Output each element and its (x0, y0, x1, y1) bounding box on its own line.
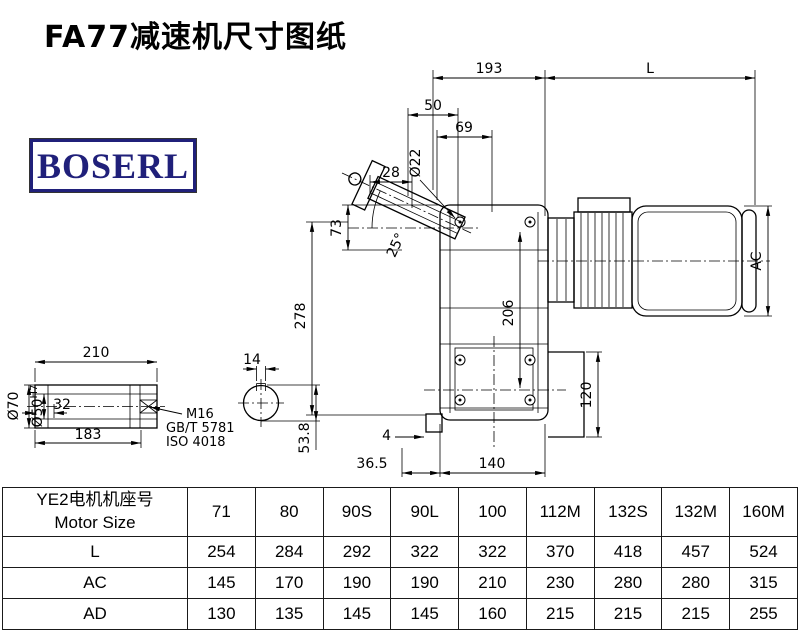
table-cell: 145 (322, 598, 392, 630)
dim-dia70-label: Ø70 (6, 392, 22, 421)
table-cell: 315 (729, 567, 798, 599)
table-col-header: 132M (661, 487, 731, 537)
table-col-header: 160M (729, 487, 798, 537)
dimension-28: 28 (369, 165, 413, 208)
dim-206-label: 206 (501, 300, 517, 327)
dim-278-label: 278 (293, 303, 309, 330)
dimension-120: 120 (579, 351, 602, 438)
dimension-140: 140 (440, 424, 546, 477)
dim-73-label: 73 (329, 219, 345, 237)
table-cell: 215 (593, 598, 663, 630)
dim-69-label: 69 (455, 120, 473, 136)
table-cell: 280 (661, 567, 731, 599)
table-cell: 135 (254, 598, 324, 630)
dim-32-label: 32 (53, 397, 71, 413)
table-cell: 284 (254, 536, 324, 568)
dim-50-label: 50 (424, 98, 442, 114)
table-cell: 292 (322, 536, 392, 568)
table-cell: 370 (525, 536, 595, 568)
table-cell: 280 (593, 567, 663, 599)
dim-AC-label: AC (749, 251, 765, 270)
logo-text: BOSERL (36, 145, 190, 186)
table-col-header: 100 (458, 487, 527, 537)
dimension-dia22: Ø22 (408, 149, 456, 219)
dimension-4: 4 (382, 428, 424, 444)
dim-4-label: 4 (382, 428, 391, 444)
dimension-50: 50 (407, 98, 459, 218)
table-cell: 457 (661, 536, 731, 568)
table-cell: 230 (525, 567, 595, 599)
table-cell: 145 (187, 567, 256, 599)
table-cell: 322 (390, 536, 460, 568)
dim-28-label: 28 (382, 165, 400, 181)
motor-size-header-en: Motor Size (54, 513, 136, 532)
page-title: FA77减速机尺寸图纸 (44, 20, 348, 55)
table-header-row: YE2电机机座号 Motor Size 71 80 90S 90L 100 11… (2, 487, 798, 537)
motor-assembly (538, 197, 770, 317)
dim-14-label: 14 (243, 352, 261, 368)
table-cell: 210 (458, 567, 527, 599)
table-col-header: 71 (187, 487, 256, 537)
table-cell: 255 (729, 598, 798, 630)
dim-36-5-label: 36.5 (356, 456, 387, 472)
table-col-header: 80 (254, 487, 324, 537)
table-row-L: L 254 284 292 322 322 370 418 457 524 (2, 536, 798, 568)
table-col-header: 132S (593, 487, 663, 537)
technical-drawing: 193 L 50 69 Ø22 28 25° 73 278 (6, 61, 772, 477)
table-cell: 190 (390, 567, 460, 599)
table-cell: 524 (729, 536, 798, 568)
table-row-AC: AC 145 170 190 190 210 230 280 280 315 (2, 567, 798, 599)
motor-dimension-table: YE2电机机座号 Motor Size 71 80 90S 90L 100 11… (2, 487, 798, 630)
dim-210-label: 210 (83, 345, 110, 361)
gearbox-housing (424, 204, 585, 450)
table-cell: 190 (322, 567, 392, 599)
dimension-36-5: 36.5 (356, 424, 441, 477)
standard-iso4018: ISO 4018 (166, 435, 226, 450)
dimension-69: 69 (436, 120, 493, 212)
dim-183-label: 183 (75, 427, 102, 443)
dim-120-label: 120 (579, 382, 595, 409)
dimension-206: 206 (501, 232, 523, 388)
table-col-header: 112M (525, 487, 595, 537)
table-col-header: 90S (322, 487, 392, 537)
dim-dia22-label: Ø22 (408, 149, 424, 178)
dimension-278: 278 (293, 221, 426, 416)
table-cell: 160 (458, 598, 527, 630)
motor-size-header-cn: YE2电机机座号 (36, 490, 154, 510)
table-cell: 322 (458, 536, 527, 568)
standard-gbt5781: GB/T 5781 (166, 421, 235, 436)
dimension-L: L (545, 61, 756, 205)
dim-dia50h7-label: Ø50H7 (29, 385, 46, 428)
dimension-73: 73 (329, 204, 438, 251)
row-label: AD (2, 598, 188, 630)
dimension-AC: AC (744, 205, 772, 317)
dim-L-label: L (646, 61, 654, 77)
table-cell: 170 (254, 567, 324, 599)
boserl-logo: BOSERL (29, 138, 197, 193)
bore-section-view: 14 53.8 (238, 352, 320, 454)
table-cell: 254 (187, 536, 256, 568)
dim-25deg-label: 25° (384, 231, 409, 260)
table-cell: 130 (187, 598, 256, 630)
table-cell: 418 (593, 536, 663, 568)
table-cell: 215 (525, 598, 595, 630)
table-cell: 215 (661, 598, 731, 630)
hollow-shaft-detail: 210 Ø70 Ø50H7 32 183 M16 GB/T 5781 ISO 4… (6, 345, 235, 450)
table-cell: 145 (390, 598, 460, 630)
table-col-header: 90L (390, 487, 460, 537)
thread-callout-m16: M16 (186, 407, 214, 422)
dim-193-label: 193 (476, 61, 503, 77)
dimension-193: 193 (432, 61, 546, 216)
row-label: AC (2, 567, 188, 599)
motor-size-header: YE2电机机座号 Motor Size (2, 487, 188, 537)
row-label: L (2, 536, 188, 568)
dim-53-8-label: 53.8 (297, 422, 313, 453)
dim-140-label: 140 (479, 456, 506, 472)
table-row-AD: AD 130 135 145 145 160 215 215 215 255 (2, 598, 798, 630)
